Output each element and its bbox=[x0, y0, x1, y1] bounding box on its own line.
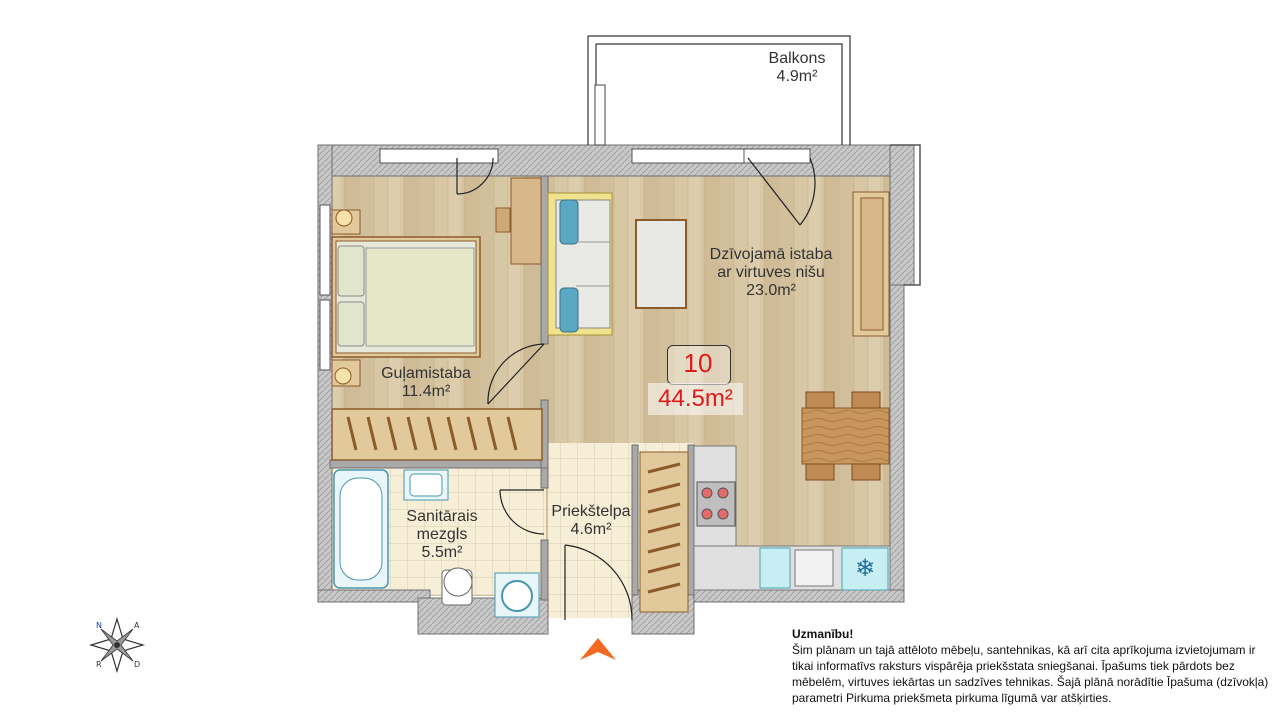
apartment-total-area: 44.5m² bbox=[658, 385, 733, 412]
compass-letter-n: N bbox=[96, 621, 102, 630]
notice-text: Šim plānam un tajā attēloto mēbeļu, sant… bbox=[792, 643, 1269, 705]
bathroom-label: Sanitārais mezgls 5.5m² bbox=[382, 508, 502, 562]
compass-letters: N A D R bbox=[96, 621, 140, 669]
living-name-line1: Dzīvojamā istaba bbox=[709, 246, 833, 263]
wardrobe-hangers bbox=[346, 416, 518, 451]
compass-letter-r: R bbox=[96, 660, 102, 669]
hallway-hangers bbox=[647, 462, 681, 594]
bedroom-label: Guļamistaba 11.4m² bbox=[366, 365, 486, 401]
bedroom-name: Guļamistaba bbox=[381, 365, 471, 382]
balcony-label: Balkons 4.9m² bbox=[742, 50, 852, 86]
bathroom-area: 5.5m² bbox=[421, 544, 463, 561]
windows bbox=[319, 148, 811, 371]
bay-outline bbox=[890, 144, 921, 286]
compass-letter-a: A bbox=[134, 621, 140, 630]
bathroom-name-line1: Sanitārais bbox=[406, 508, 478, 525]
living-name-line2: ar virtuves nišu bbox=[717, 264, 825, 281]
balcony-area: 4.9m² bbox=[776, 68, 818, 85]
living-area: 23.0m² bbox=[746, 282, 796, 299]
kitchen: ❄ bbox=[693, 445, 891, 591]
apartment-number: 10 bbox=[683, 348, 713, 378]
compass-letter-d: D bbox=[134, 660, 140, 669]
svg-text:❄: ❄ bbox=[855, 554, 875, 582]
bedroom-area: 11.4m² bbox=[401, 383, 451, 400]
hallway-name: Priekštelpa bbox=[551, 503, 631, 520]
living-furniture bbox=[547, 191, 890, 481]
entrance-arrow bbox=[580, 638, 616, 660]
apartment-area-background bbox=[648, 383, 743, 415]
living-label: Dzīvojamā istaba ar virtuves nišu 23.0m² bbox=[686, 246, 856, 300]
balcony-outline bbox=[587, 35, 851, 145]
apartment-number-box bbox=[667, 345, 731, 385]
notice-title: Uzmanību! bbox=[792, 627, 854, 641]
doors bbox=[456, 157, 816, 621]
disclaimer-notice: Uzmanību! Šim plānam un tajā attēloto mē… bbox=[792, 626, 1270, 706]
balcony-door-frame bbox=[594, 84, 606, 146]
bathroom-name-line2: mezgls bbox=[416, 526, 468, 543]
hallway-area: 4.6m² bbox=[570, 521, 612, 538]
interior-walls bbox=[329, 175, 695, 601]
compass-icon bbox=[88, 616, 146, 674]
bathroom-fixtures bbox=[333, 469, 540, 618]
hallway-label: Priekštelpa 4.6m² bbox=[536, 503, 646, 539]
balcony-name: Balkons bbox=[768, 50, 826, 67]
